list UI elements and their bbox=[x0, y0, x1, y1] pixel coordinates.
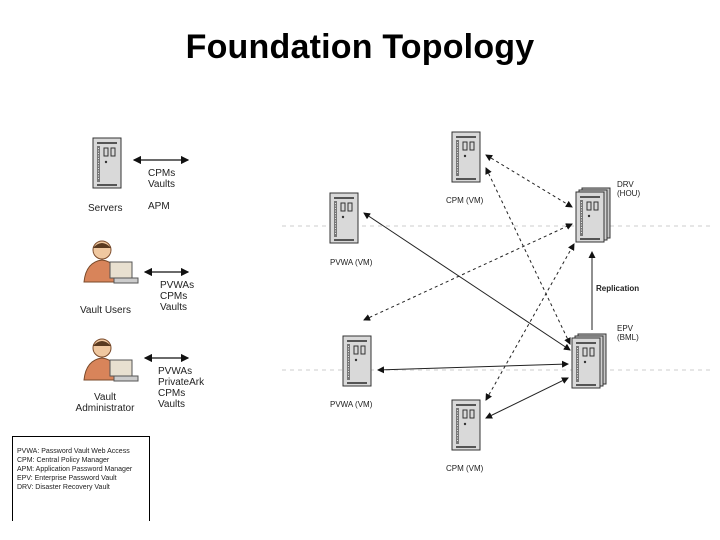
servers-label: Servers bbox=[88, 203, 123, 214]
cpm-bottom-server-icon bbox=[451, 399, 481, 451]
pvwa-top-server-icon bbox=[329, 192, 359, 244]
legend-item: DRV: Disaster Recovery Vault bbox=[17, 484, 110, 491]
cpm-bottom-label: CPM (VM) bbox=[446, 464, 484, 473]
link-pvwa-top-epv bbox=[363, 212, 571, 351]
link-cpm-bottom-epv bbox=[485, 377, 569, 419]
link-cpm-top-epv bbox=[485, 167, 571, 345]
apm-label: APM bbox=[148, 201, 170, 212]
link-pvwa-bottom-epv bbox=[377, 360, 569, 374]
legend-item: APM: Application Password Manager bbox=[17, 466, 133, 473]
vault-users-label: Vault Users bbox=[80, 305, 131, 316]
drv-label: DRV(HOU) bbox=[617, 180, 641, 198]
pvwa-bottom-label: PVWA (VM) bbox=[330, 400, 373, 409]
cpm-top-label: CPM (VM) bbox=[446, 196, 484, 205]
epv-label: EPV(BML) bbox=[617, 324, 639, 342]
vault-users-icon bbox=[83, 240, 139, 284]
pvwa-top-label: PVWA (VM) bbox=[330, 258, 373, 267]
link-cpm-top-drv bbox=[485, 154, 573, 208]
vault-admin-icon bbox=[83, 338, 139, 382]
link-pvwa-bottom-drv bbox=[363, 223, 573, 321]
epv-server-icon bbox=[572, 334, 606, 388]
drv-server-icon bbox=[576, 188, 610, 242]
cpm-top-server-icon bbox=[451, 131, 481, 183]
page-title: Foundation Topology bbox=[185, 28, 535, 66]
vault-admin-label: Vault Administrator bbox=[75, 392, 135, 414]
legend-item: EPV: Enterprise Password Vault bbox=[17, 475, 117, 482]
legend-item: PVWA: Password Vault Web Access bbox=[17, 448, 130, 455]
legend-item: CPM: Central Policy Manager bbox=[17, 457, 110, 464]
replication-label: Replication bbox=[596, 284, 640, 293]
legend-box: PVWA: Password Vault Web Access CPM: Cen… bbox=[12, 436, 150, 521]
servers-icon bbox=[92, 137, 122, 189]
pvwa-bottom-server-icon bbox=[342, 335, 372, 387]
link-cpm-bottom-drv bbox=[485, 243, 575, 401]
